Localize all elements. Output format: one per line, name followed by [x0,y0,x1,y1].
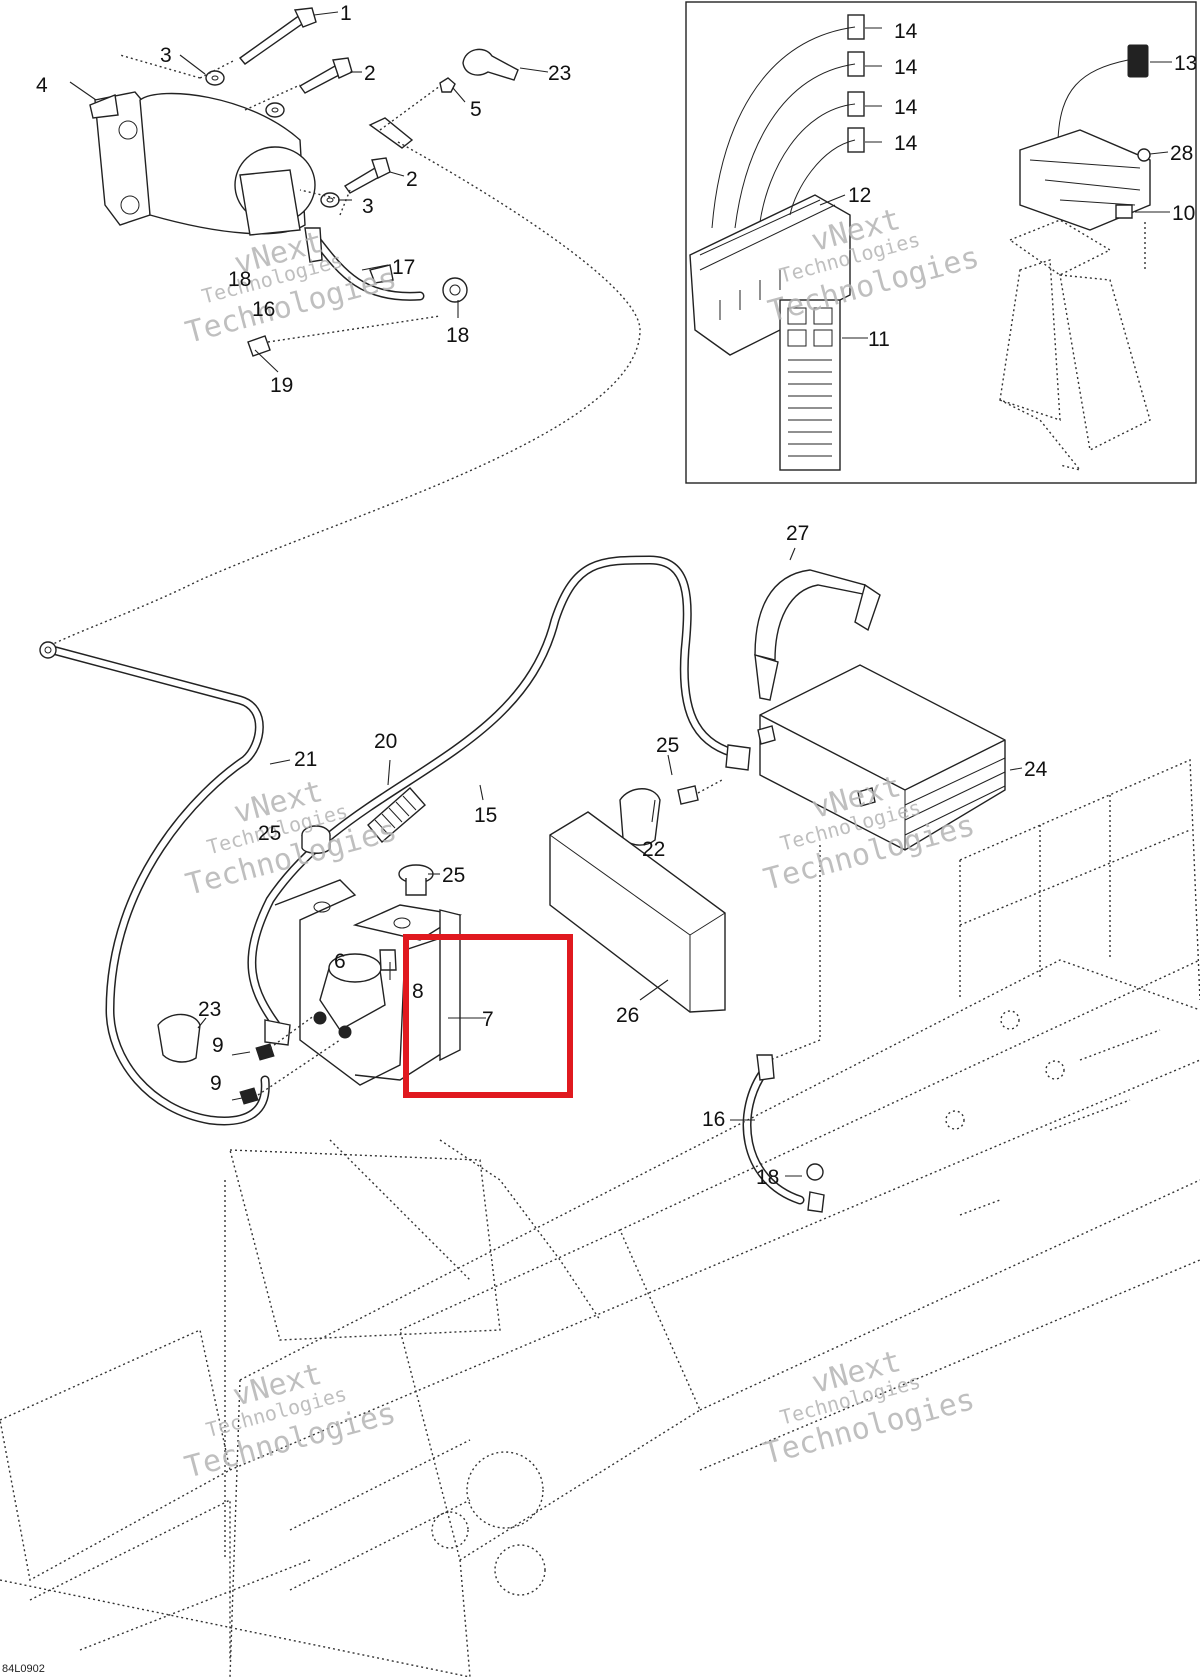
cable-21 [39,641,270,1126]
washers [205,70,456,208]
terminal-cap-23 [462,48,519,81]
callout-21: 21 [294,748,317,771]
nut-9-top [255,1043,275,1061]
callout-15: 15 [474,804,497,827]
callout-2: 2 [364,62,376,85]
boot-22 [619,779,723,846]
leader-lines [69,11,1172,1177]
callout-3b: 3 [362,195,374,218]
callout-19: 19 [270,374,293,397]
callout-27: 27 [786,522,809,545]
boot-23-lower [157,1013,201,1063]
bolt-2 [298,57,353,94]
vehicle-frame [0,758,1200,1677]
callout-16b: 16 [702,1108,725,1131]
battery-strap-27 [754,569,881,701]
highlight-box [403,934,573,1098]
callout-10: 10 [1172,202,1195,225]
callout-9b: 9 [210,1072,222,1095]
callout-3: 3 [160,44,172,67]
callout-16: 16 [252,298,275,321]
callout-20: 20 [374,730,397,753]
bracket-5 [368,117,414,149]
callout-6: 6 [334,950,346,973]
callout-14d: 14 [894,132,918,155]
callout-17: 17 [392,256,415,279]
callout-14b: 14 [894,56,918,79]
callout-23b: 23 [198,998,221,1021]
callout-1: 1 [340,2,352,25]
callout-2b: 2 [406,168,418,191]
bolt-19 [247,315,441,357]
callout-5: 5 [470,98,482,121]
cap-25-left [301,825,331,854]
solenoid-6 [313,949,397,1039]
bolt-25 [398,864,434,896]
callout-18c: 18 [756,1166,779,1189]
watermark-bottom-left: vNext Technologies Technologies [181,1357,399,1486]
battery-24 [757,664,1006,851]
callout-18: 18 [228,268,251,291]
inset-frame [685,1,1197,484]
callout-25a: 25 [656,734,679,757]
bolt-2b [343,157,391,194]
solenoid-bracket-7 [274,879,462,1086]
boot-spring-20 [367,787,426,843]
callout-7: 7 [482,1008,494,1031]
callout-24: 24 [1024,758,1048,781]
callout-4: 4 [36,74,48,97]
callout-8: 8 [412,980,424,1003]
starter-motor [89,91,316,236]
battery-pad-26 [549,811,726,1013]
callout-28: 28 [1170,142,1193,165]
callout-9a: 9 [212,1034,224,1057]
fuses-14 [711,14,865,229]
callout-25b: 25 [258,822,281,845]
callout-labels: 1 2 3 4 23 5 2 3 17 18 16 18 19 14 14 14… [36,2,1197,1189]
callout-25c: 25 [442,864,465,887]
callout-11: 11 [868,328,890,351]
bolt-1 [238,7,317,65]
callout-22: 22 [642,838,665,861]
fuse-holder-10 [1019,129,1151,231]
callout-14a: 14 [894,20,918,43]
nut-9-bottom [239,1087,259,1105]
drawing-code: 84L0902 [2,1663,45,1675]
ground-cable-16-lower [742,845,825,1213]
ground-cable-16 [304,227,468,303]
callout-23: 23 [548,62,571,85]
fuse-label-11 [779,299,841,471]
callout-18b: 18 [446,324,469,347]
callout-14c: 14 [894,96,918,119]
watermark-bottom-right: vNext Technologies Technologies [760,1344,978,1472]
support-bracket [999,219,1151,472]
callout-13: 13 [1174,52,1197,75]
relay-13 [1057,44,1149,141]
callout-26: 26 [616,1004,639,1027]
callout-12: 12 [848,184,871,207]
